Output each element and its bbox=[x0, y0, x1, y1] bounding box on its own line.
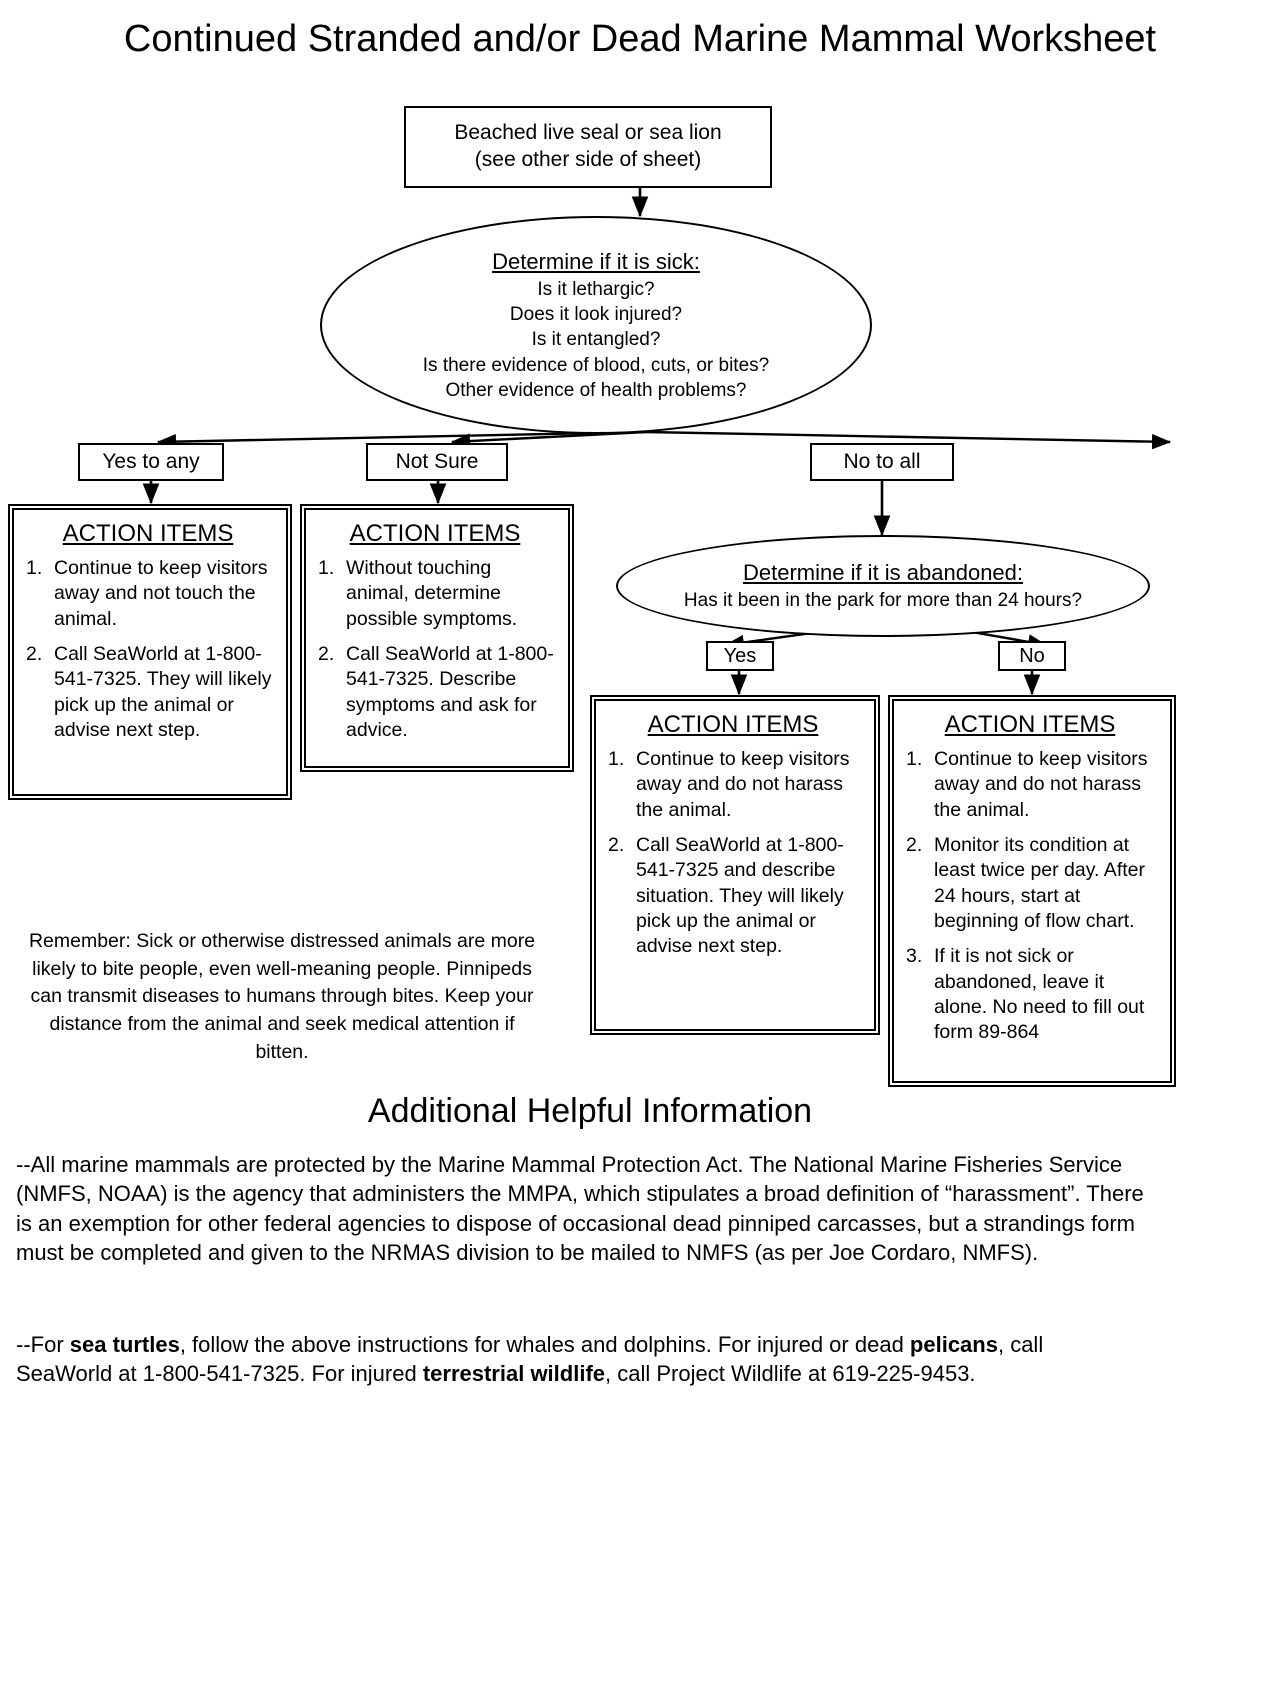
list-item: 2. Monitor its condition at least twice … bbox=[900, 833, 1160, 934]
list-item: 1. Without touching animal, determine po… bbox=[312, 556, 558, 632]
decision-sick-question-3: Is it entangled? bbox=[531, 329, 661, 351]
remember-note: Remember: Sick or otherwise distressed a… bbox=[28, 930, 536, 1063]
list-item-text: Call SeaWorld at 1-800-541-7325. Describ… bbox=[346, 643, 554, 742]
par-turtles-bold-sea-turtles: sea turtles bbox=[69, 1332, 180, 1357]
action-items-heading: ACTION ITEMS bbox=[944, 711, 1116, 738]
action-panel-abandoned-yes: ACTION ITEMS 1. Continue to keep visitor… bbox=[590, 695, 880, 1035]
branch-label-abandoned-yes: Yes bbox=[706, 641, 774, 671]
decision-node-determine-abandoned: Determine if it is abandoned: Has it bee… bbox=[616, 535, 1150, 637]
list-item-number: 1. bbox=[26, 557, 43, 579]
list-item: 2. Call SeaWorld at 1-800-541-7325. Desc… bbox=[312, 642, 558, 743]
decision-sick-question-2: Does it look injured? bbox=[509, 304, 683, 326]
list-item-text: Continue to keep visitors away and do no… bbox=[934, 748, 1148, 821]
list-item-text: If it is not sick or abandoned, leave it… bbox=[934, 945, 1145, 1044]
list-item-text: Monitor its condition at least twice per… bbox=[934, 834, 1145, 933]
decision-sick-heading: Determine if it is sick: bbox=[492, 248, 700, 274]
list-item: 1. Continue to keep visitors away and do… bbox=[900, 747, 1160, 823]
action-items-heading: ACTION ITEMS bbox=[349, 520, 521, 547]
par-turtles-bold-pelicans: pelicans bbox=[909, 1332, 998, 1357]
list-item-number: 1. bbox=[906, 748, 923, 770]
decision-abandoned-question: Has it been in the park for more than 24… bbox=[683, 590, 1083, 612]
action-items-heading: ACTION ITEMS bbox=[647, 711, 819, 738]
action-list: 1. Continue to keep visitors away and no… bbox=[20, 556, 276, 743]
list-item-text: Call SeaWorld at 1-800-541-7325. They wi… bbox=[54, 643, 272, 742]
list-item-text: Without touching animal, determine possi… bbox=[346, 557, 518, 630]
list-item-text: Continue to keep visitors away and do no… bbox=[636, 748, 850, 821]
list-item-number: 2. bbox=[906, 834, 923, 857]
paragraph-other-wildlife: --For sea turtles, follow the above inst… bbox=[16, 1330, 1144, 1389]
decision-sick-question-4: Is there evidence of blood, cuts, or bit… bbox=[422, 354, 770, 376]
list-item: 2. Call SeaWorld at 1-800-541-7325. They… bbox=[20, 642, 276, 743]
decision-sick-question-5: Other evidence of health problems? bbox=[445, 380, 747, 402]
decision-sick-question-1: Is it lethargic? bbox=[537, 278, 655, 300]
start-node-line1: Beached live seal or sea lion bbox=[454, 121, 722, 145]
list-item: 1. Continue to keep visitors away and no… bbox=[20, 556, 276, 632]
par-turtles-part1: --For bbox=[16, 1332, 70, 1357]
page-title: Continued Stranded and/or Dead Marine Ma… bbox=[123, 18, 1157, 60]
list-item-number: 3. bbox=[906, 945, 923, 968]
action-panel-abandoned-no: ACTION ITEMS 1. Continue to keep visitor… bbox=[888, 695, 1176, 1087]
action-items-heading: ACTION ITEMS bbox=[62, 520, 234, 547]
paragraph-mmpa: --All marine mammals are protected by th… bbox=[16, 1152, 1144, 1265]
branch-label-abandoned-no: No bbox=[998, 641, 1066, 671]
list-item-number: 1. bbox=[608, 748, 625, 770]
list-item-text: Continue to keep visitors away and not t… bbox=[54, 557, 268, 630]
decision-abandoned-heading: Determine if it is abandoned: bbox=[742, 560, 1024, 586]
list-item: 1. Continue to keep visitors away and do… bbox=[602, 747, 864, 823]
list-item: 3. If it is not sick or abandoned, leave… bbox=[900, 944, 1160, 1045]
flow-node-beached-animal: Beached live seal or sea lion (see other… bbox=[404, 106, 772, 188]
section-title-additional-info: Additional Helpful Information bbox=[367, 1092, 813, 1130]
start-node-line2: (see other side of sheet) bbox=[474, 148, 702, 171]
par-turtles-part4: , call Project Wildlife at 619-225-9453. bbox=[605, 1361, 976, 1387]
branch-label-yes-to-any: Yes to any bbox=[78, 443, 224, 481]
list-item-number: 1. bbox=[318, 557, 335, 579]
action-list: 1. Continue to keep visitors away and do… bbox=[900, 747, 1160, 1046]
action-panel-not-sure: ACTION ITEMS 1. Without touching animal,… bbox=[300, 504, 574, 772]
list-item: 2. Call SeaWorld at 1-800-541-7325 and d… bbox=[602, 833, 864, 960]
decision-node-determine-sick: Determine if it is sick: Is it lethargic… bbox=[320, 216, 872, 434]
par-turtles-part2: , follow the above instructions for whal… bbox=[179, 1332, 910, 1357]
branch-label-not-sure: Not Sure bbox=[366, 443, 508, 481]
branch-label-no-to-all: No to all bbox=[810, 443, 954, 481]
list-item-text: Call SeaWorld at 1-800-541-7325 and desc… bbox=[636, 834, 844, 958]
list-item-number: 2. bbox=[608, 834, 625, 857]
list-item-number: 2. bbox=[26, 643, 43, 666]
list-item-number: 2. bbox=[318, 643, 335, 666]
action-panel-yes-to-any: ACTION ITEMS 1. Continue to keep visitor… bbox=[8, 504, 292, 800]
par-turtles-part3: , call SeaWorld at 1-800-541-7325. For i… bbox=[16, 1332, 1044, 1387]
action-list: 1. Without touching animal, determine po… bbox=[312, 556, 558, 743]
par-turtles-bold-terrestrial-wildlife: terrestrial wildlife bbox=[422, 1361, 606, 1387]
action-list: 1. Continue to keep visitors away and do… bbox=[602, 747, 864, 960]
